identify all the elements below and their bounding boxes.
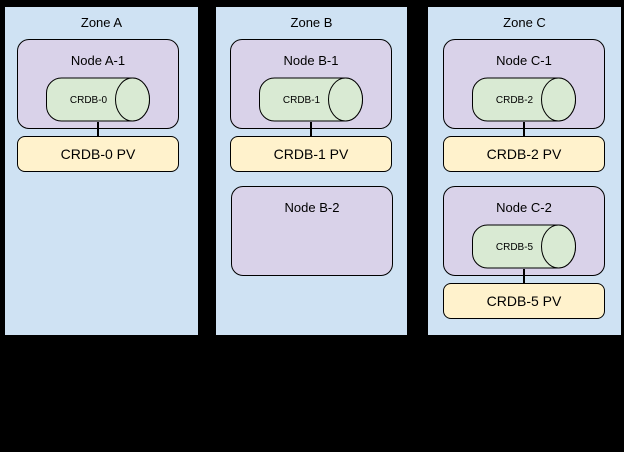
node-b-1-label: Node B-1 bbox=[283, 53, 339, 68]
crdb-1-pv-connector-line bbox=[310, 122, 312, 136]
crdb-2-pv-connector-line bbox=[523, 122, 525, 136]
crdb-1-pod-label: CRDB-1 bbox=[283, 95, 321, 106]
crdb-0-pod-label: CRDB-0 bbox=[70, 95, 108, 106]
crdb-2-cylinder-icon: CRDB-2 bbox=[472, 77, 576, 122]
node-c-1-label: Node C-1 bbox=[496, 53, 552, 68]
crdb-0-cylinder-icon: CRDB-0 bbox=[46, 77, 150, 122]
crdb-5-cylinder-icon: CRDB-5 bbox=[472, 224, 576, 269]
node-b-2-label: Node B-2 bbox=[284, 200, 340, 215]
crdb-5-pv-connector-line bbox=[523, 269, 525, 283]
node-c-2: Node C-2 CRDB-5 bbox=[443, 186, 605, 276]
zone-b-label: Zone B bbox=[290, 15, 333, 30]
node-c-1: Node C-1 CRDB-2 bbox=[443, 39, 605, 129]
crdb-5-pod-label: CRDB-5 bbox=[496, 242, 534, 253]
node-b-2: Node B-2 bbox=[231, 186, 393, 276]
zone-a-label: Zone A bbox=[80, 15, 123, 30]
zone-a: Zone A Node A-1 CRDB-0 CRDB-0 PV bbox=[4, 6, 199, 336]
crdb-0-pv-connector-line bbox=[97, 122, 99, 136]
node-b-1: Node B-1 CRDB-1 bbox=[230, 39, 392, 129]
crdb-1-pv: CRDB-1 PV bbox=[230, 136, 392, 172]
node-c-2-label: Node C-2 bbox=[496, 200, 552, 215]
zone-c: Zone C Node C-1 CRDB-2 CRDB-2 PV Node C-… bbox=[427, 6, 622, 336]
zone-c-label: Zone C bbox=[503, 15, 546, 30]
crdb-5-pv: CRDB-5 PV bbox=[443, 283, 605, 319]
crdb-0-pv: CRDB-0 PV bbox=[17, 136, 179, 172]
node-a-1-label: Node A-1 bbox=[70, 53, 126, 68]
crdb-1-cylinder-icon: CRDB-1 bbox=[259, 77, 363, 122]
crdb-2-pod-label: CRDB-2 bbox=[496, 95, 534, 106]
zone-b: Zone B Node B-1 CRDB-1 CRDB-1 PV Node B-… bbox=[215, 6, 408, 336]
node-a-1: Node A-1 CRDB-0 bbox=[17, 39, 179, 129]
crdb-2-pv: CRDB-2 PV bbox=[443, 136, 605, 172]
